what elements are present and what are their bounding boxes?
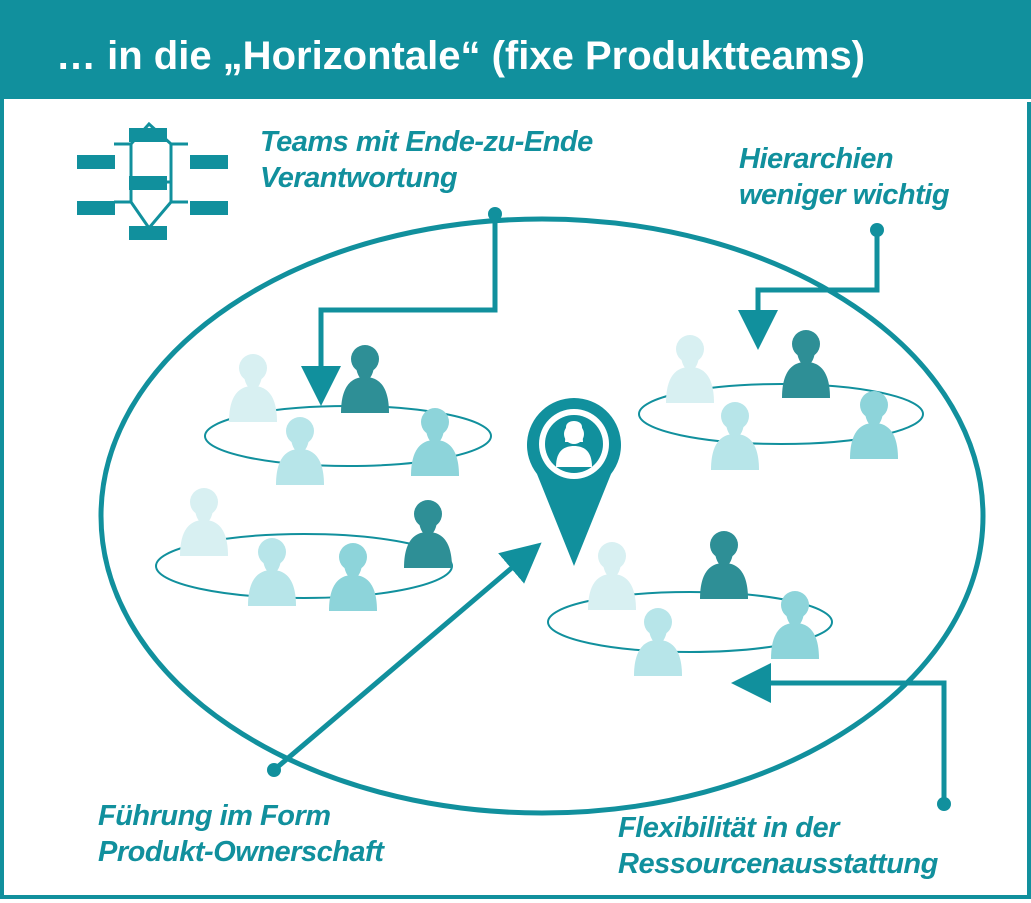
person-icon [634,608,682,676]
label-flexibilitaet-line-1: Flexibilität in der [618,812,839,844]
organization-boundary [98,216,986,816]
team-diagram [77,121,986,816]
person-icon [180,488,228,556]
team-top-right [638,330,924,470]
person-icon [771,591,819,659]
person-icon [248,538,296,606]
label-flexibilitaet-line-2: Ressourcenausstattung [618,848,938,880]
connector-fuehrung [267,542,542,777]
connector-teams [301,207,502,406]
label-hierarchien-line-1: Hierarchien [739,143,894,175]
label-hierarchien-line-2: weniger wichtig [739,179,950,211]
connector-flexibilitaet [731,663,951,811]
label-fuehrung-line-2: Produkt-Ownerschaft [98,836,384,868]
person-icon [229,354,277,422]
person-icon [588,542,636,610]
team-top-left [204,345,492,485]
label-teams-line-1: Teams mit Ende-zu-Ende [260,126,593,158]
person-icon [341,345,389,413]
person-icon [711,402,759,470]
label-teams: Teams mit Ende-zu-Ende Verantwortung [260,124,593,196]
label-hierarchien: Hierarchien weniger wichtig [739,141,950,213]
person-icon [329,543,377,611]
person-icon [850,391,898,459]
slide-title: … in die „Horizontale“ (fixe Produktteam… [56,34,866,78]
person-icon [404,500,452,568]
team-bottom-right [547,531,833,676]
person-icon [700,531,748,599]
person-icon [276,417,324,485]
org-chart-icon [77,121,228,240]
person-icon [666,335,714,403]
location-pin-icon [527,398,621,566]
label-fuehrung-line-1: Führung im Form [98,800,331,832]
person-icon [411,408,459,476]
label-flexibilitaet: Flexibilität in der Ressourcenausstattun… [618,810,938,882]
team-bottom-left [155,488,453,611]
connector-hierarchien [738,223,884,350]
label-teams-line-2: Verantwortung [260,162,458,194]
title-bar: … in die „Horizontale“ (fixe Produktteam… [4,4,1031,102]
person-icon [782,330,830,398]
label-fuehrung: Führung im Form Produkt-Ownerschaft [98,798,384,870]
